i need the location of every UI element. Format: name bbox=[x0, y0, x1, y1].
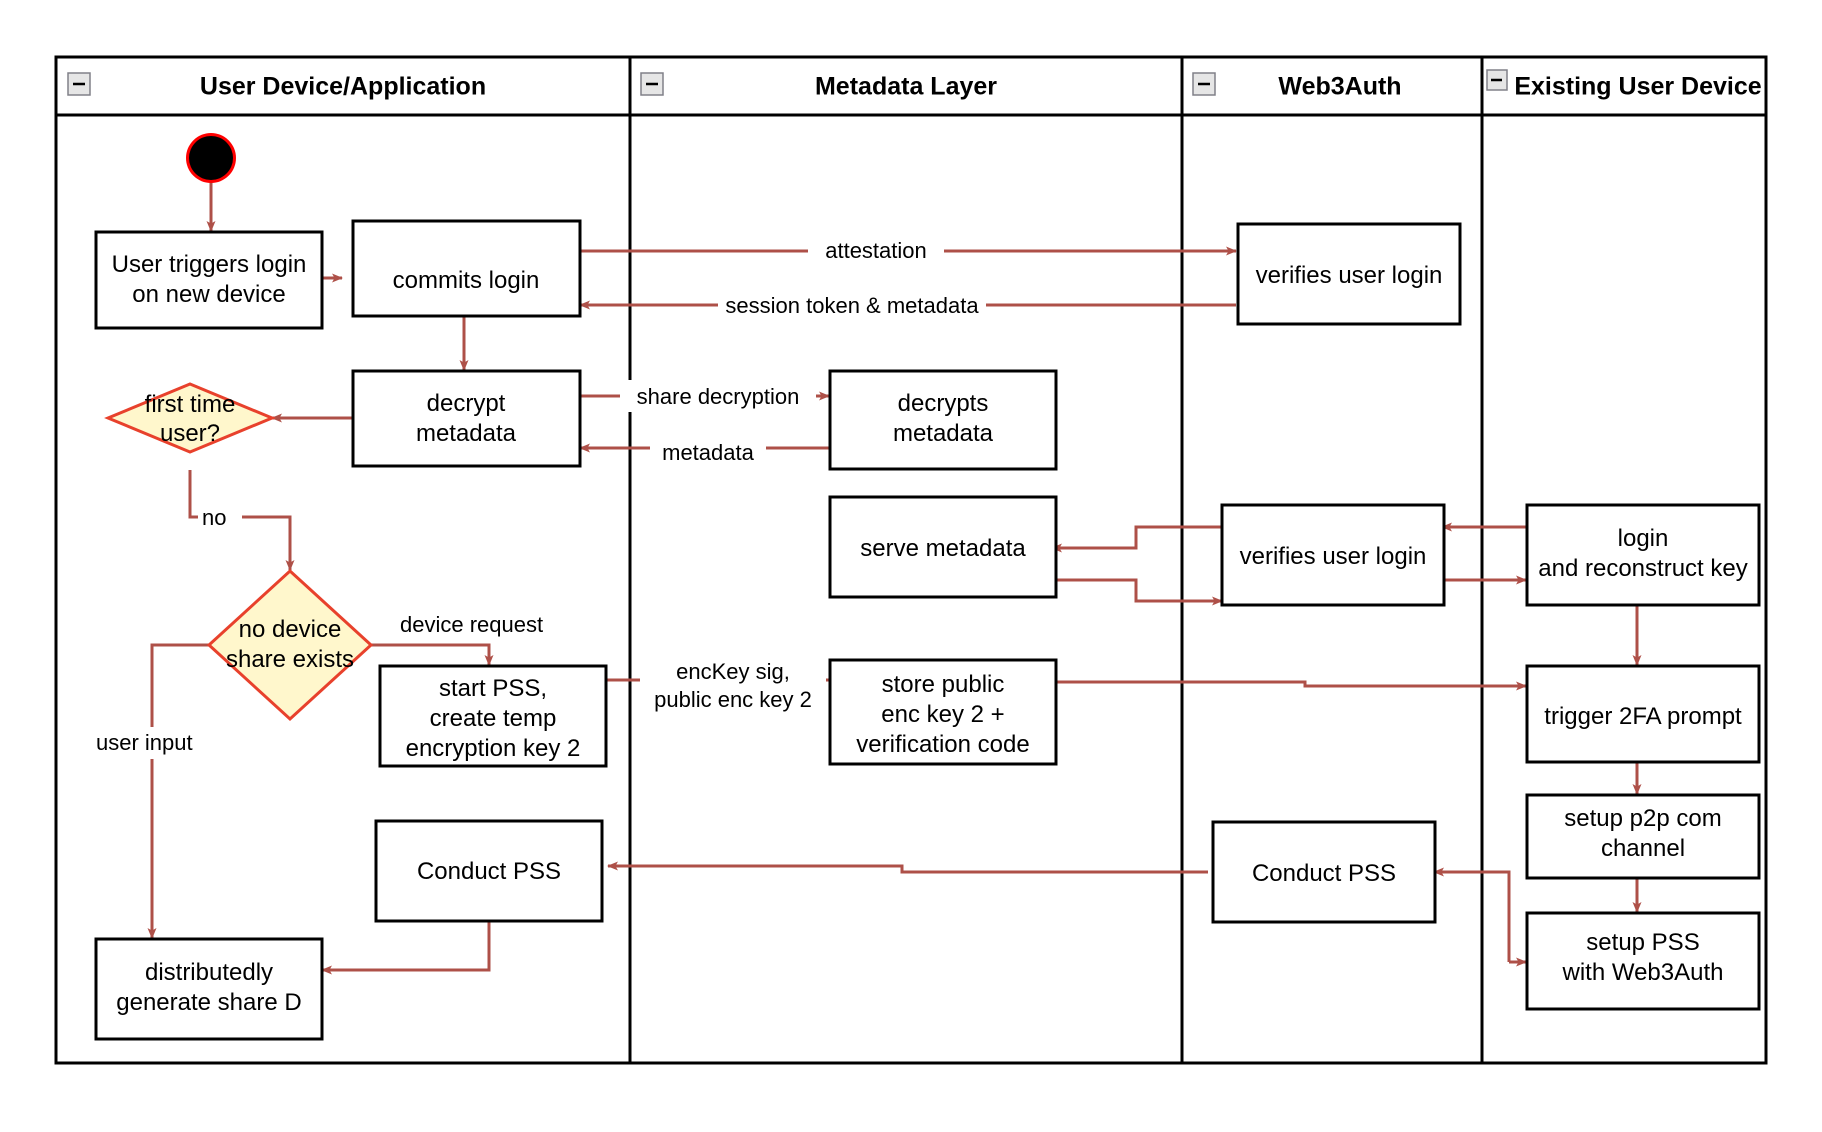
node-label-line: Conduct PSS bbox=[1252, 860, 1396, 887]
node-label-line: with Web3Auth bbox=[1562, 959, 1724, 986]
lane-header-user-device[interactable] bbox=[54, 55, 632, 117]
node-label-line: create temp bbox=[430, 705, 557, 732]
node-label-line: on new device bbox=[132, 281, 285, 308]
node-label-line: decrypts bbox=[898, 390, 989, 417]
minus-box-icon[interactable] bbox=[67, 72, 91, 96]
activity-node-store-public-enc-key[interactable]: store public enc key 2 + verification co… bbox=[828, 658, 1058, 766]
node-label-line: Conduct PSS bbox=[417, 858, 561, 885]
edge-store-public-enc-key-to-trigger-2fa-prompt bbox=[1052, 680, 1527, 691]
minus-box-icon[interactable] bbox=[1192, 72, 1216, 96]
node-label-line: start PSS, bbox=[439, 675, 547, 702]
edge-no-device-share-exists-to-start-pss bbox=[371, 643, 494, 666]
activity-node-commits-login[interactable]: commits login bbox=[351, 219, 582, 318]
edge-conduct-pss-user-to-distributedly-generate-share-d bbox=[321, 921, 491, 975]
edge-setup-pss-to-conduct-pss-web3auth bbox=[1433, 867, 1511, 962]
node-label-line: encryption key 2 bbox=[406, 735, 581, 762]
edge-label-device-request: device request bbox=[400, 612, 543, 637]
edge-label-metadata: metadata bbox=[662, 440, 754, 465]
activity-node-verifies-user-login-2[interactable]: verifies user login bbox=[1220, 503, 1446, 607]
activity-node-setup-pss-with-web3auth[interactable]: setup PSS with Web3Auth bbox=[1525, 911, 1761, 1011]
activity-node-serve-metadata[interactable]: serve metadata bbox=[828, 495, 1058, 599]
activity-node-distributedly-generate-share-d[interactable]: distributedly generate share D bbox=[94, 937, 324, 1041]
lane-title-metadata: Metadata Layer bbox=[815, 73, 997, 101]
node-label-line: login bbox=[1618, 525, 1669, 552]
node-label-line: decrypt bbox=[427, 390, 506, 417]
activity-node-start-pss[interactable]: start PSS, create temp encryption key 2 bbox=[378, 664, 608, 768]
node-label-line: verification code bbox=[856, 731, 1029, 758]
node-label-line: first time bbox=[145, 391, 236, 418]
node-label-line: verifies user login bbox=[1256, 262, 1443, 289]
decision-node-no-device-share-exists[interactable]: no device share exists bbox=[206, 568, 374, 722]
edge-label-session-token-metadata: session token & metadata bbox=[725, 293, 979, 318]
initial-node[interactable] bbox=[186, 133, 236, 183]
node-label-line: commits login bbox=[393, 267, 540, 294]
node-label-line: serve metadata bbox=[860, 535, 1026, 562]
lane-title-user-device: User Device/Application bbox=[200, 73, 486, 101]
minus-box-icon[interactable] bbox=[1486, 69, 1508, 91]
lane-title-web3auth: Web3Auth bbox=[1278, 73, 1401, 101]
node-label-line: setup p2p com bbox=[1564, 805, 1721, 832]
activity-node-decrypts-metadata[interactable]: decrypts metadata bbox=[828, 369, 1058, 471]
node-label-line: channel bbox=[1601, 835, 1685, 862]
node-layer: User triggers login on new device commit… bbox=[94, 133, 1761, 1041]
activity-node-trigger-2fa-prompt[interactable]: trigger 2FA prompt bbox=[1525, 664, 1761, 764]
activity-node-conduct-pss-web3auth[interactable]: Conduct PSS bbox=[1211, 820, 1437, 924]
edge-serve-metadata-to-verifies-user-login-2 bbox=[1052, 578, 1223, 606]
activity-node-verifies-user-login-1[interactable]: verifies user login bbox=[1236, 222, 1462, 326]
node-label-line: setup PSS bbox=[1586, 929, 1699, 956]
node-label-line: verifies user login bbox=[1240, 543, 1427, 570]
node-label-line: and reconstruct key bbox=[1538, 555, 1747, 582]
lane-header-metadata[interactable] bbox=[628, 55, 1184, 117]
edge-conduct-pss-web3auth-to-conduct-pss-user bbox=[607, 861, 1208, 874]
edge-label-user-input: user input bbox=[96, 730, 193, 755]
activity-node-setup-p2p-com-channel[interactable]: setup p2p com channel bbox=[1525, 793, 1761, 880]
node-label-line: store public bbox=[882, 671, 1005, 698]
node-label-line: user? bbox=[160, 420, 220, 447]
node-label-line: share exists bbox=[226, 646, 354, 673]
node-label-line: metadata bbox=[416, 420, 517, 447]
edge-verifies-user-login-2-to-serve-metadata bbox=[1051, 525, 1222, 553]
decision-node-first-time-user[interactable]: first time user? bbox=[104, 382, 276, 454]
edge-label-attestation: attestation bbox=[825, 238, 927, 263]
minus-box-icon[interactable] bbox=[640, 72, 664, 96]
edge-label-enckey-sig-line2: public enc key 2 bbox=[654, 687, 812, 712]
activity-node-user-triggers-login[interactable]: User triggers login on new device bbox=[94, 230, 324, 330]
edge-label-share-decryption: share decryption bbox=[637, 384, 800, 409]
lane-title-existing-device: Existing User Device bbox=[1514, 73, 1761, 101]
activity-node-decrypt-metadata[interactable]: decrypt metadata bbox=[351, 369, 582, 468]
lane-header-existing-device[interactable] bbox=[1480, 55, 1768, 117]
activity-node-conduct-pss-user[interactable]: Conduct PSS bbox=[374, 819, 604, 923]
edge-label-enckey-sig-line1: encKey sig, bbox=[676, 659, 790, 684]
node-label-line: distributedly bbox=[145, 959, 273, 986]
node-label-line: generate share D bbox=[116, 989, 301, 1016]
node-label-line: no device bbox=[239, 616, 342, 643]
node-label-line: enc key 2 + bbox=[881, 701, 1004, 728]
activity-node-login-and-reconstruct-key[interactable]: login and reconstruct key bbox=[1525, 503, 1761, 607]
node-label-line: metadata bbox=[893, 420, 994, 447]
edge-label-layer: attestation session token & metadata sha… bbox=[92, 234, 986, 759]
node-label-line: User triggers login bbox=[112, 251, 307, 278]
node-label-line: trigger 2FA prompt bbox=[1544, 703, 1742, 730]
edge-no-device-share-exists-to-distributedly-generate-share-d bbox=[147, 643, 209, 939]
edge-label-no: no bbox=[202, 505, 226, 530]
